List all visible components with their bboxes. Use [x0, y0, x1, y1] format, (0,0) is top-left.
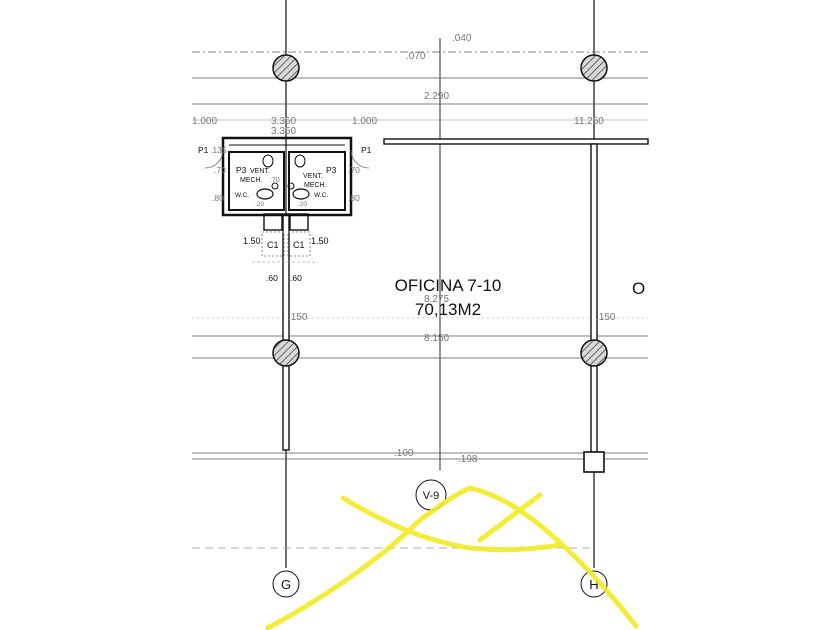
- highlighter-marks: [265, 485, 639, 630]
- sink-right: [294, 154, 306, 168]
- label-p3-left: P3: [236, 165, 247, 175]
- c1-zone-right: [287, 231, 311, 257]
- column-g-top: [272, 54, 300, 82]
- shaft-left: [263, 213, 283, 231]
- dim-20-b: .20: [298, 201, 307, 208]
- c1-zone-left: [261, 231, 285, 257]
- axis-h-bubble: [580, 570, 608, 598]
- room-name: OFICINA 7-10: [395, 276, 502, 295]
- label-mech-right: MECH.: [304, 182, 327, 189]
- grid-markers: V-9 G H: [272, 479, 608, 598]
- toilet-right: [292, 188, 310, 200]
- label-vent-right: VENT.: [303, 173, 323, 180]
- column-h-mid: [580, 339, 608, 367]
- dim-70-a: .70: [214, 165, 226, 175]
- dim-3350-b: 3.350: [271, 126, 296, 137]
- dim-80-a: .80: [212, 193, 224, 203]
- dim-070: .070: [406, 51, 426, 62]
- dimension-labels: .040 .070 2.290 1.000 3.350 3.350 1.000 …: [192, 33, 616, 465]
- door-swing-right: [350, 149, 370, 169]
- door-swing-left: [204, 149, 224, 169]
- dim-20-a: .20: [255, 201, 264, 208]
- wc-stall-left: [228, 151, 285, 211]
- dim-70-c: .70: [270, 177, 280, 184]
- flush-right: [287, 182, 295, 190]
- shaft-right: [289, 213, 309, 231]
- column-g-mid: [272, 339, 300, 367]
- flush-left: [271, 182, 279, 190]
- label-c1-left: C1: [267, 240, 279, 250]
- dim-198: .198: [458, 454, 478, 465]
- highlight-stroke-b: [340, 495, 563, 553]
- label-vent-left: VENT.: [250, 168, 270, 175]
- round-columns: [272, 54, 608, 473]
- dim-60-a: .60: [266, 273, 278, 283]
- column-h-square: [583, 451, 605, 473]
- dim-135: .135: [210, 145, 227, 155]
- dim-100: .100: [394, 448, 414, 459]
- neighbor-room-partial: O: [632, 279, 645, 298]
- restroom-outer-wall: [221, 136, 353, 217]
- wall-g: [282, 213, 290, 451]
- room-area: 70,13M2: [415, 300, 481, 319]
- restroom-block: [204, 136, 370, 263]
- section-marker-label: V-9: [423, 490, 440, 502]
- horizontal-lines: [192, 51, 648, 549]
- dim-1000-mid: 1.000: [352, 116, 377, 127]
- dim-80-b: .80: [348, 193, 360, 203]
- room-label: OFICINA 7-10 70,13M2 O: [395, 276, 646, 319]
- dim-60-b: .60: [290, 273, 302, 283]
- label-wc-right: W.C.: [314, 192, 328, 199]
- restroom-labels: P1 .135 P1 P3 P3 .70 .70 VENT. VENT. MEC…: [198, 145, 372, 283]
- label-mech-left: MECH.: [240, 177, 263, 184]
- label-c1-right: C1: [293, 240, 305, 250]
- axis-g-bubble: [272, 570, 300, 598]
- dim-70-b: .70: [348, 165, 360, 175]
- dim-150-right: .150: [596, 312, 616, 323]
- toilet-left: [256, 188, 274, 200]
- axis-h-label: H: [589, 577, 598, 592]
- label-wc-left: W.C.: [235, 192, 249, 199]
- dim-2290: 2.290: [424, 91, 449, 102]
- wc-stall-right: [288, 151, 346, 211]
- dim-8275: 8.275: [424, 294, 449, 305]
- dim-040: .040: [452, 33, 472, 44]
- dim-3350-a: 3.350: [271, 116, 296, 127]
- dim-150-c1-left: 1.50: [243, 236, 261, 246]
- dim-150-c1-right: 1.50: [311, 236, 329, 246]
- highlight-stroke-a: [265, 485, 639, 630]
- sink-left: [262, 154, 274, 168]
- dim-11250: 11.250: [574, 116, 604, 127]
- column-h-top: [580, 54, 608, 82]
- label-p1-left: P1: [198, 145, 209, 155]
- dim-1000-left: 1.000: [192, 116, 217, 127]
- axis-g-label: G: [281, 577, 291, 592]
- label-p1-right: P1: [361, 145, 372, 155]
- dim-8150: 8.150: [424, 333, 449, 344]
- dim-150-left: .150: [288, 312, 308, 323]
- wall-h: [590, 143, 598, 453]
- highlight-stroke-c: [477, 492, 543, 543]
- label-p3-right: P3: [326, 165, 337, 175]
- partition-wall-top: [383, 138, 649, 145]
